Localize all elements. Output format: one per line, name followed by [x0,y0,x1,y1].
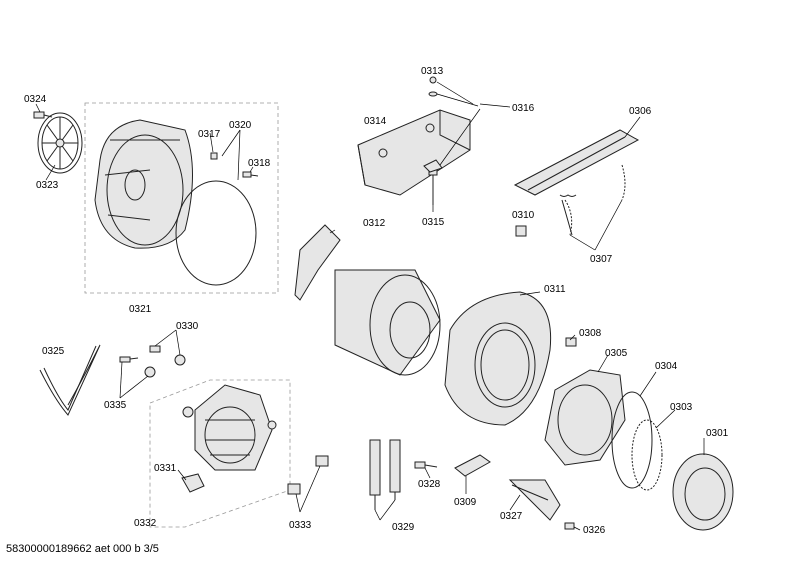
part-0320-seal-ring [175,180,257,286]
label-0314: 0314 [364,116,387,127]
part-0325-belt [39,344,101,416]
part-0317-nut [210,152,218,160]
part-0328-screw [414,461,438,469]
group-box-0321 [84,102,279,294]
part-0312-drum [294,224,441,376]
part-0321-rear-tub [94,119,193,249]
label-0303: 0303 [670,402,693,413]
part-0305-front-panel [544,369,626,466]
part-0330-screws [144,345,186,378]
label-0315: 0315 [422,217,445,228]
part-0323-pulley [37,112,83,174]
label-0325: 0325 [42,346,65,357]
label-0301: 0301 [706,428,729,439]
part-0309-clip [454,454,491,477]
label-0304: 0304 [655,361,678,372]
part-0335-screw [119,356,139,363]
label-0330: 0330 [176,321,199,332]
label-0326: 0326 [583,525,606,536]
part-0332-motor [182,384,277,471]
part-0314-counterweight [357,109,471,196]
part-0301-door-seal [672,453,734,531]
part-0307-springs [559,164,626,236]
label-0321: 0321 [129,304,152,315]
part-0311-front-tub [444,291,552,426]
label-0324: 0324 [24,94,47,105]
label-0323: 0323 [36,180,59,191]
label-0307: 0307 [590,254,613,265]
part-0315-bolt [428,169,438,205]
part-0333-feet [287,455,329,495]
label-0305: 0305 [605,348,628,359]
label-0312: 0312 [363,218,386,229]
label-0332: 0332 [134,518,157,529]
label-0335: 0335 [104,400,127,411]
part-0318-screw [242,171,259,178]
document-footer: 58300000189662 aet 000 b 3/5 [6,543,159,555]
label-0320: 0320 [229,120,252,131]
label-0313: 0313 [421,66,444,77]
label-0331: 0331 [154,463,177,474]
label-0306: 0306 [629,106,652,117]
label-0309: 0309 [454,497,477,508]
label-0311: 0311 [544,284,566,295]
label-0316: 0316 [512,103,535,114]
part-0304-clamp-ring [611,391,653,489]
label-0308: 0308 [579,328,602,339]
part-0308-screw [565,337,577,347]
label-0329: 0329 [392,522,415,533]
part-0326-screw [564,522,575,530]
label-0333: 0333 [289,520,312,531]
part-0327-heater [508,479,561,521]
part-0303-ring [631,419,663,491]
part-0316-washer [423,159,443,173]
leader-lines [35,81,705,531]
part-0313-nut [428,76,438,97]
label-0318: 0318 [248,158,271,169]
part-0306-bracket [513,129,640,196]
label-0327: 0327 [500,511,523,522]
part-0310-block [515,225,527,237]
label-0310: 0310 [512,210,535,221]
part-0324-screw [33,111,53,119]
part-0331-bracket [181,473,205,493]
label-0328: 0328 [418,479,441,490]
part-0329-shock-absorbers [369,439,401,510]
label-0317: 0317 [198,129,221,140]
